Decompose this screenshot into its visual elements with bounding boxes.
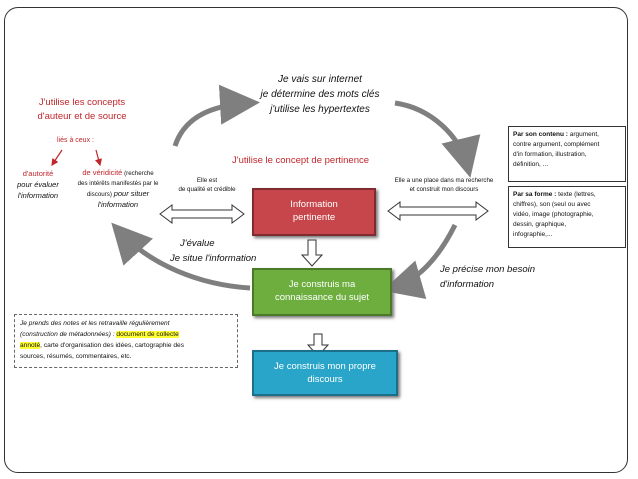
top-line-1: Je vais sur internet bbox=[278, 74, 362, 85]
arrow-right-to-green bbox=[382, 223, 458, 299]
notes-box: Je prends des notes et les retravaille r… bbox=[14, 314, 238, 368]
veridicite-detail-2: des intérêts manifestés par le bbox=[77, 180, 159, 187]
besoin-block: Je précise mon besoin d'information bbox=[440, 262, 535, 292]
notes-italic-2: (construction de métadonnées) : bbox=[20, 331, 115, 338]
evalue-line-1: J'évalue bbox=[180, 238, 215, 249]
contenu-l2: contre argument, complément bbox=[513, 141, 600, 148]
top-actions: Je vais sur internet je détermine des mo… bbox=[230, 72, 410, 117]
notes-line-3: sources, résumés, commentaires, etc. bbox=[20, 353, 132, 360]
discours-box: Je construis mon propre discours bbox=[252, 350, 398, 396]
forme-l3: vidéo, image (photographie, bbox=[513, 211, 594, 218]
concepts-line-1: J'utilise les concepts bbox=[38, 97, 126, 108]
lies-label: liés à ceux : bbox=[57, 137, 94, 144]
notes-highlight-2: annoté bbox=[20, 342, 41, 349]
double-arrow-right bbox=[387, 201, 489, 221]
forme-l5: infographie,... bbox=[513, 231, 553, 238]
besoin-line-1: Je précise mon besoin bbox=[440, 264, 536, 275]
top-line-2: je détermine des mots clés bbox=[260, 89, 380, 100]
concepts-auteur-source: J'utilise les concepts d'auteur et de so… bbox=[22, 96, 142, 124]
forme-l2: chiffres), son (seul ou avec bbox=[513, 201, 591, 208]
info-line-2: pertinente bbox=[292, 212, 336, 223]
right-note-2: et construit mon discours bbox=[409, 186, 479, 193]
contenu-l1: argument, bbox=[567, 131, 599, 138]
autorite-block: d'autorité pour évaluer l'information bbox=[8, 168, 68, 201]
information-pertinente-box: Information pertinente bbox=[252, 188, 376, 236]
info-line-1: Information bbox=[290, 199, 338, 210]
veridicite-suffix-1: pour situer bbox=[113, 189, 150, 198]
notes-italic-1: Je prends des notes et les retravaille r… bbox=[20, 320, 170, 327]
arrow-evalue-to-left bbox=[111, 222, 251, 291]
forme-box: Par sa forme : texte (lettres, chiffres)… bbox=[508, 186, 626, 248]
notes-highlight-1: document de collecte bbox=[116, 331, 179, 338]
connaissance-line-2: connaissance du sujet bbox=[274, 292, 369, 303]
left-note-2: de qualité et crédible bbox=[178, 186, 236, 193]
veridicite-detail-3: discours) bbox=[86, 191, 112, 198]
red-arrow-veridicite bbox=[94, 149, 102, 167]
right-note-1: Elle a une place dans ma recherche bbox=[394, 177, 494, 184]
connaissance-line-1: Je construis ma bbox=[288, 279, 356, 290]
contenu-l3: d'in formation, illustration, bbox=[513, 151, 587, 158]
notes-line-2-rest: , carte d'organisation des idées, cartog… bbox=[40, 342, 185, 349]
contenu-label: Par son contenu : bbox=[513, 131, 568, 138]
arrow-top-to-right bbox=[394, 100, 481, 178]
autorite-title: d'autorité bbox=[22, 169, 54, 178]
pertinence-right-note: Elle a une place dans ma recherche et co… bbox=[384, 176, 504, 194]
arrow-left-to-top bbox=[172, 84, 260, 147]
forme-l4: dessin, graphique, bbox=[513, 221, 567, 228]
concepts-line-2: d'auteur et de source bbox=[37, 111, 127, 122]
autorite-line-1: pour évaluer bbox=[17, 180, 59, 189]
double-arrow-left bbox=[159, 204, 245, 224]
down-arrow-1 bbox=[300, 239, 324, 267]
contenu-l4: définition, ... bbox=[513, 161, 549, 168]
forme-l1: texte (lettres, bbox=[556, 191, 596, 198]
evalue-line-2: Je situe l'information bbox=[170, 253, 257, 264]
besoin-line-2: d'information bbox=[440, 279, 495, 290]
top-line-3: j'utilise les hypertextes bbox=[270, 104, 370, 115]
pertinence-title: J'utilise le concept de pertinence bbox=[232, 155, 370, 166]
connaissance-box: Je construis ma connaissance du sujet bbox=[252, 268, 392, 316]
discours-line-1: Je construis mon propre bbox=[274, 361, 376, 372]
red-arrow-autorite bbox=[51, 149, 63, 166]
autorite-line-2: l'information bbox=[17, 191, 59, 200]
discours-line-2: discours bbox=[307, 374, 343, 385]
veridicite-title: de véridicité bbox=[82, 168, 123, 177]
veridicite-detail-1: (recherche bbox=[124, 170, 154, 177]
veridicite-block: de véridicité (recherche des intérêts ma… bbox=[68, 168, 168, 210]
pertinence-left-note: Elle est de qualité et crédible bbox=[162, 176, 252, 194]
contenu-box: Par son contenu : argument, contre argum… bbox=[508, 126, 626, 182]
forme-label: Par sa forme : bbox=[513, 191, 557, 198]
left-note-1: Elle est bbox=[196, 177, 218, 184]
veridicite-suffix-2: l'information bbox=[97, 200, 139, 209]
evalue-block: J'évalue Je situe l'information bbox=[170, 236, 256, 266]
